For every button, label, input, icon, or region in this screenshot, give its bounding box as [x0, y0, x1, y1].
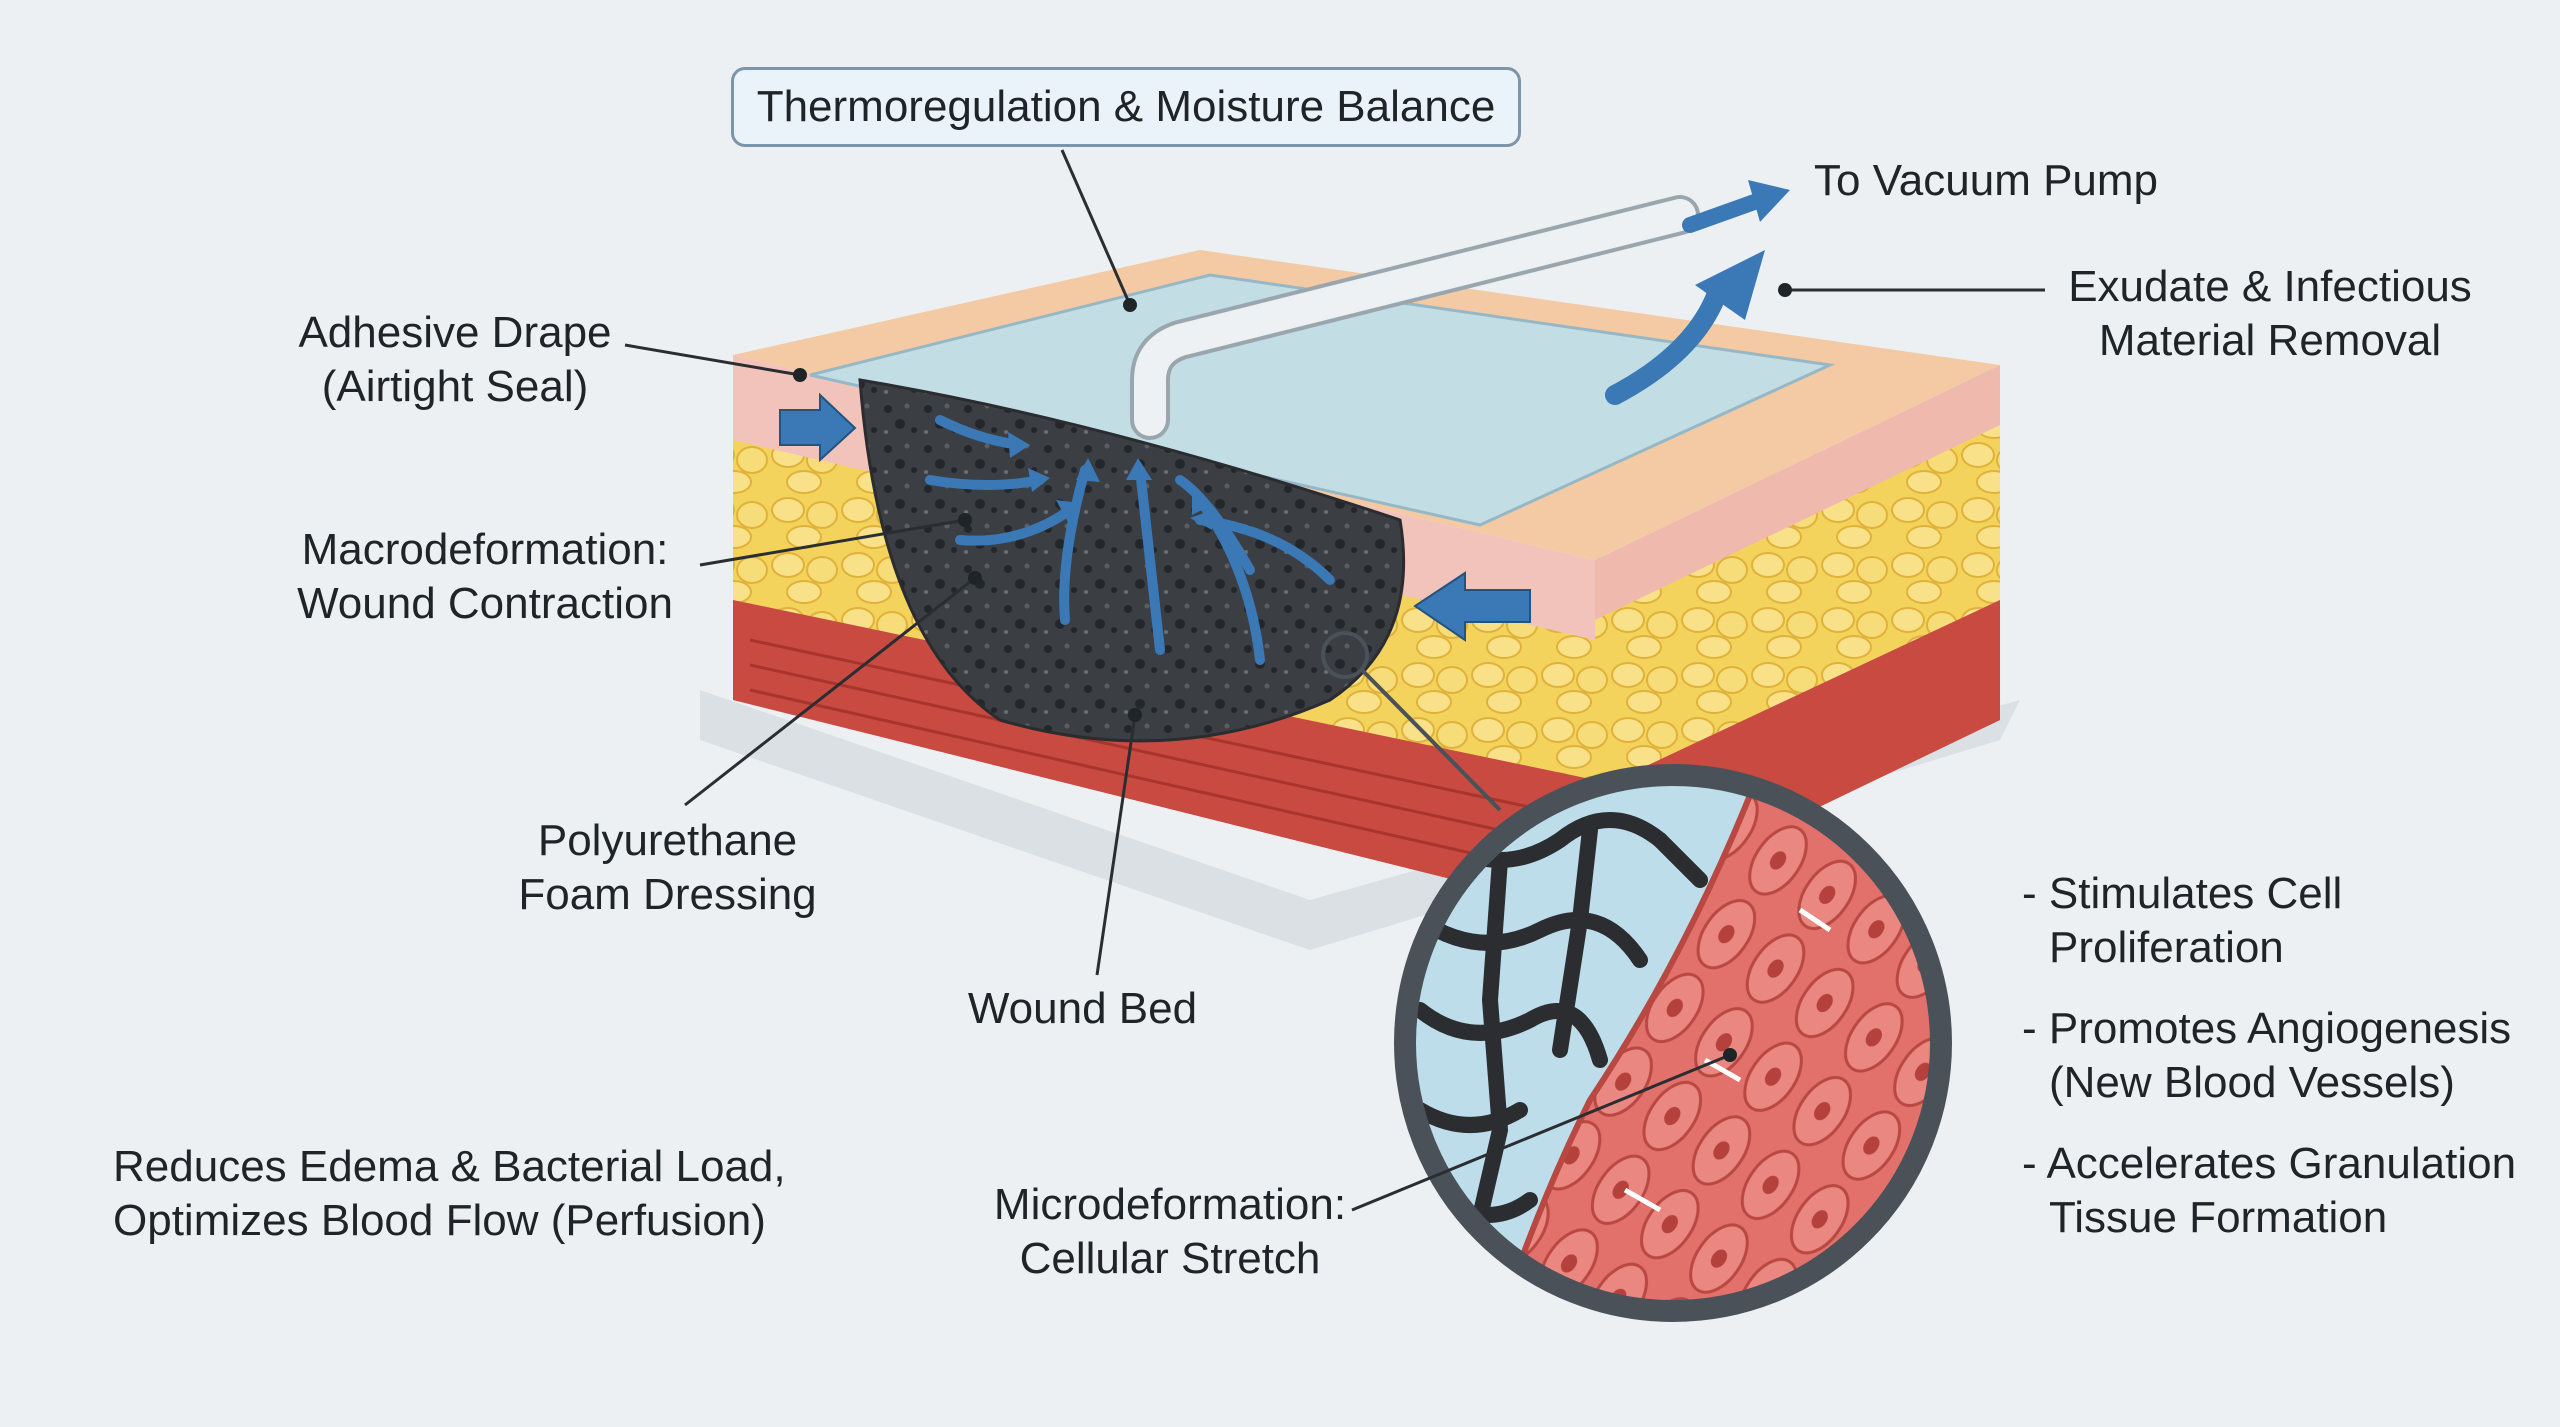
adhesive-drape-label: Adhesive Drape (Airtight Seal) [265, 306, 645, 414]
pump-arrow-head [1748, 180, 1790, 222]
benefit-1-line-1: - Stimulates Cell [2022, 869, 2343, 918]
base-shadow [700, 690, 2020, 950]
vacuum-pump-text: To Vacuum Pump [1814, 156, 2159, 205]
macrodeformation-line-1: Macrodeformation: [301, 525, 669, 574]
macrodeformation-label: Macrodeformation: Wound Contraction [280, 523, 690, 631]
foam-dressing-line-1: Polyurethane [537, 816, 798, 865]
leader-lines [624, 149, 2045, 1212]
right-compression-arrow [1413, 571, 1531, 642]
benefit-2-line-2: (New Blood Vessels) [2049, 1058, 2455, 1107]
reduces-edema-line-2: Optimizes Blood Flow (Perfusion) [113, 1196, 766, 1245]
foam-dressing-line-2: Foam Dressing [518, 870, 817, 919]
microdeformation-line-2: Cellular Stretch [1019, 1234, 1321, 1283]
thermoregulation-label: Thermoregulation & Moisture Balance [731, 67, 1521, 147]
adhesive-drape-line-1: Adhesive Drape [298, 308, 612, 357]
wound-bed-label: Wound Bed [950, 982, 1215, 1036]
side-fat [1595, 425, 2000, 790]
microdeformation-line-1: Microdeformation: [993, 1180, 1347, 1229]
exudate-arrow [1605, 275, 1730, 405]
exudate-line-2: Material Removal [2098, 316, 2442, 365]
benefit-cell-proliferation: - Stimulates Cell Proliferation [2022, 867, 2342, 975]
zoom-connector [1360, 668, 1502, 812]
exudate-line-1: Exudate & Infectious [2068, 262, 2472, 311]
benefit-2-line-1: - Promotes Angiogenesis [2022, 1004, 2512, 1053]
foam-dressing-label: Polyurethane Foam Dressing [490, 814, 845, 922]
adhesive-drape-line-2: (Airtight Seal) [321, 362, 589, 411]
macrodeformation-line-2: Wound Contraction [297, 579, 673, 628]
vacuum-pump-label: To Vacuum Pump [1814, 154, 2158, 208]
wound-bed-text: Wound Bed [967, 984, 1198, 1033]
arrow-heads [1008, 432, 1212, 530]
pump-arrow [1682, 192, 1768, 233]
polyurethane-foam [858, 378, 1406, 743]
benefit-granulation: - Accelerates Granulation Tissue Formati… [2022, 1137, 2516, 1245]
benefit-3-line-1: - Accelerates Granulation [2022, 1139, 2517, 1188]
leader-dots [793, 283, 1792, 1062]
exudate-label: Exudate & Infectious Material Removal [2050, 260, 2490, 368]
vacuum-tube-body [1134, 199, 1696, 436]
reduces-edema-line-1: Reduces Edema & Bacterial Load, [113, 1142, 786, 1191]
left-compression-arrow [779, 392, 857, 463]
benefit-3-line-2: Tissue Formation [2049, 1193, 2388, 1242]
zoom-source-circle [1321, 631, 1369, 679]
reduces-edema-label: Reduces Edema & Bacterial Load, Optimize… [113, 1140, 786, 1248]
benefit-angiogenesis: - Promotes Angiogenesis (New Blood Vesse… [2022, 1002, 2511, 1110]
microdeformation-label: Microdeformation: Cellular Stretch [960, 1178, 1380, 1286]
microscopic-view [1405, 775, 1941, 1311]
thermoregulation-text: Thermoregulation & Moisture Balance [756, 82, 1496, 131]
benefit-1-line-2: Proliferation [2049, 923, 2284, 972]
exudate-arrow-head [1695, 250, 1765, 320]
microscopic-view-ring [1394, 764, 1952, 1322]
